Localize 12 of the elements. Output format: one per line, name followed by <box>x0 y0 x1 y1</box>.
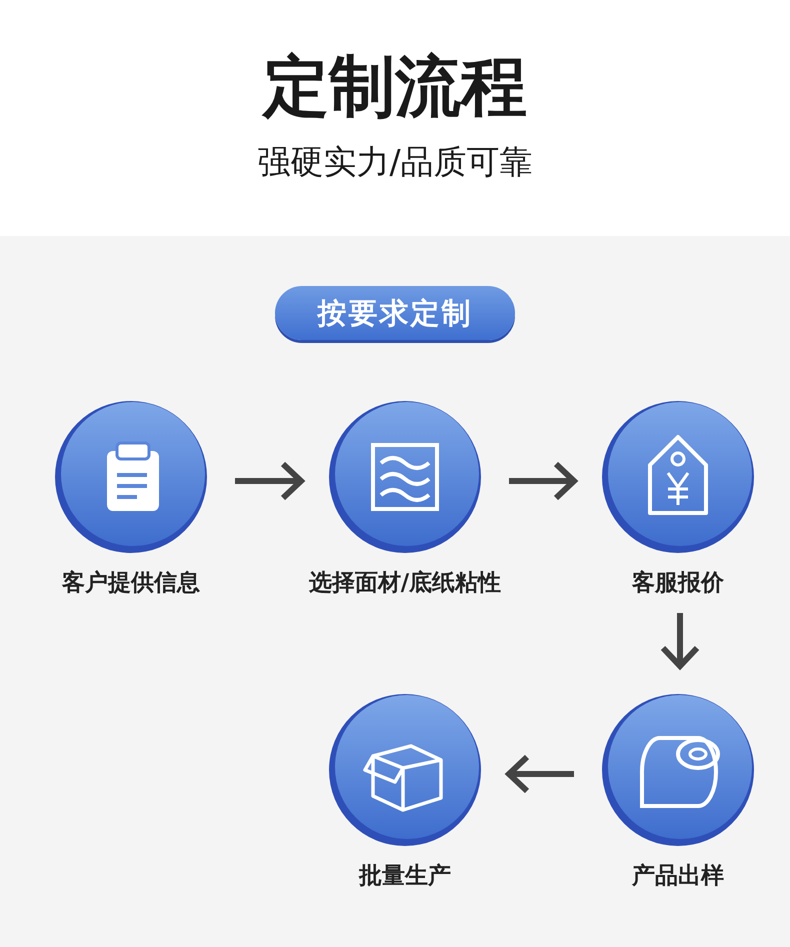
step-group-badge: 按要求定制 <box>275 286 515 340</box>
subtitle: 强硬实力/品质可靠 <box>256 141 534 183</box>
arrow <box>660 613 700 669</box>
step-label: 批量生产 <box>358 862 452 891</box>
page-title: 定制流程 <box>260 47 528 127</box>
arrow <box>506 754 574 794</box>
arrow <box>235 461 304 501</box>
arrow <box>509 461 577 501</box>
step-label: 客服报价 <box>630 569 725 598</box>
step-label: 选择面材/底纸粘性 <box>308 569 502 598</box>
step-label: 客户提供信息 <box>60 569 201 598</box>
step-label: 产品出样 <box>631 862 725 891</box>
